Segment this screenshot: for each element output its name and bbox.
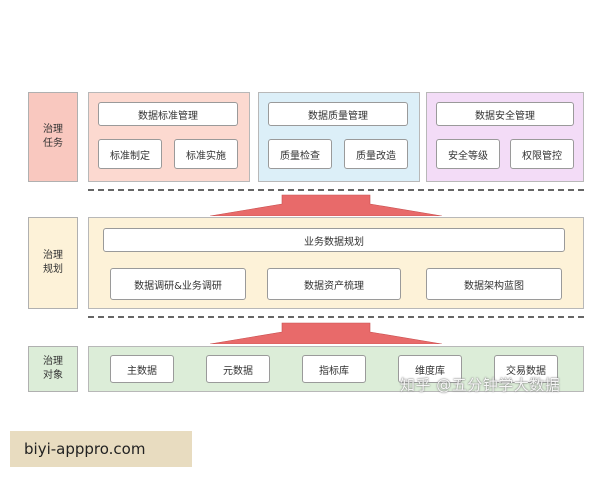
quality-improvement-box: 质量改造 [344, 139, 408, 169]
permission-control-box: 权限管控 [510, 139, 574, 169]
indicator-library-box: 指标库 [302, 355, 366, 383]
tasks-row-label: 治理 任务 [28, 92, 78, 182]
quality-management-title: 数据质量管理 [268, 102, 408, 126]
dimension-library-box: 维度库 [398, 355, 462, 383]
separator-top [88, 189, 584, 191]
planning-row-label: 治理 规划 [28, 217, 78, 309]
objects-row-label: 治理 对象 [28, 346, 78, 392]
data-research-box: 数据调研&业务调研 [110, 268, 246, 300]
standard-management-title: 数据标准管理 [98, 102, 238, 126]
quality-inspection-box: 质量检查 [268, 139, 332, 169]
master-data-box: 主数据 [110, 355, 174, 383]
zhihu-watermark: 知乎 @五分钟学大数据 [400, 376, 561, 394]
standard-formulation-box: 标准制定 [98, 139, 162, 169]
security-level-box: 安全等级 [436, 139, 500, 169]
arrow-up-icon [210, 322, 442, 344]
metadata-box: 元数据 [206, 355, 270, 383]
separator-bottom [88, 316, 584, 318]
footer-url-link[interactable]: biyi-apppro.com [10, 431, 192, 467]
arrow-up-icon [210, 194, 442, 216]
standard-implementation-box: 标准实施 [174, 139, 238, 169]
security-management-title: 数据安全管理 [436, 102, 574, 126]
business-data-planning-box: 业务数据规划 [103, 228, 565, 252]
transaction-data-box: 交易数据 [494, 355, 558, 383]
data-architecture-blueprint-box: 数据架构蓝图 [426, 268, 562, 300]
data-asset-sorting-box: 数据资产梳理 [267, 268, 401, 300]
